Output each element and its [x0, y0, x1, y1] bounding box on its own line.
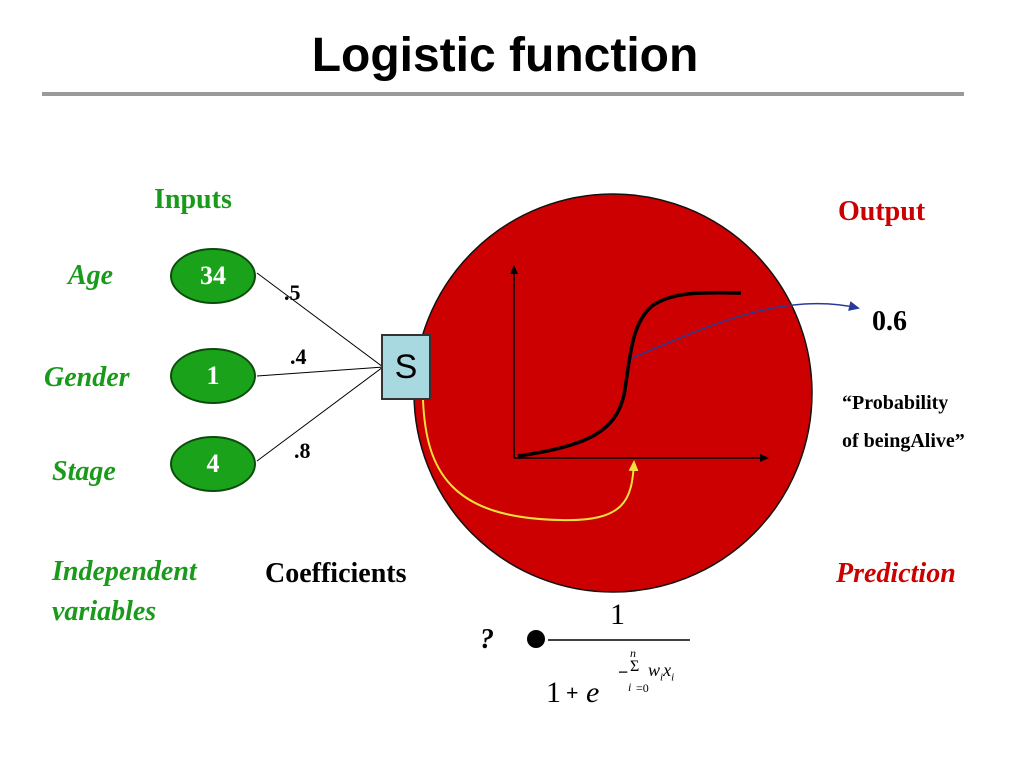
sum-node: S: [381, 334, 431, 400]
equation-lhs: ?: [480, 624, 494, 655]
input-name-stage: Stage: [52, 456, 116, 487]
equation-denominator-one: 1: [546, 676, 561, 709]
independent-variables-line1: Independent: [52, 556, 197, 587]
sum-lower-equals: =0: [636, 681, 649, 695]
edge-gender: [256, 366, 384, 377]
coefficient-age: .5: [284, 280, 301, 305]
equation-base-e: e: [586, 676, 600, 709]
edge-age: [256, 272, 384, 368]
output-heading: Output: [838, 196, 926, 227]
edge-stage: [256, 366, 384, 462]
output-value: 0.6: [872, 306, 907, 337]
prediction-label: Prediction: [836, 558, 956, 589]
input-node-stage: 4: [170, 436, 256, 492]
weight-subscript: i: [660, 671, 664, 684]
sum-lower-limit: i: [628, 680, 632, 694]
independent-variables-line2: variables: [52, 596, 157, 627]
input-node-age: 34: [170, 248, 256, 304]
sum-to-curve-arrow: [422, 399, 639, 522]
input-node-gender: 1: [170, 348, 256, 404]
variable-symbol: x: [663, 660, 672, 680]
sum-sign-icon: Σ: [630, 658, 640, 675]
weight-symbol: w: [648, 660, 661, 680]
input-name-gender: Gender: [44, 362, 130, 393]
equals-symbol: [527, 630, 545, 648]
sigmoid-curve: [517, 290, 742, 458]
input-name-age: Age: [68, 260, 114, 291]
sum-upper-limit: n: [630, 646, 636, 660]
minus-symbol: −: [618, 662, 629, 682]
equation-numerator: 1: [610, 598, 625, 631]
coefficient-gender: .4: [290, 344, 307, 369]
probability-label-line1: “Probability: [842, 392, 949, 414]
inputs-heading: Inputs: [154, 184, 232, 215]
output-arrow: [631, 301, 860, 359]
coefficient-stage: .8: [294, 438, 311, 463]
plus-symbol: +: [566, 680, 579, 705]
variable-subscript: i: [671, 671, 675, 684]
weight-term: wixi: [648, 660, 674, 684]
probability-label-line2: of beingAlive”: [842, 430, 965, 452]
page-title: Logistic function: [311, 29, 699, 82]
title-divider: [42, 92, 964, 96]
coefficients-label: Coefficients: [265, 558, 407, 589]
output-circle: [413, 193, 813, 593]
